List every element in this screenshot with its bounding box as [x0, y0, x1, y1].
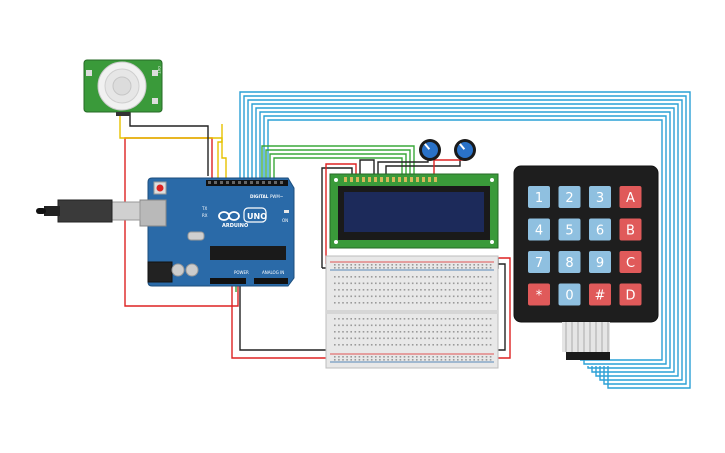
keypad-key-7[interactable]: 7: [528, 251, 550, 273]
usb-cable: [36, 199, 141, 223]
usb-port[interactable]: [139, 199, 167, 227]
keypad-key-label: D: [625, 289, 635, 304]
potentiometer-contrast[interactable]: [419, 139, 441, 161]
keypad-key-C[interactable]: C: [619, 251, 642, 273]
keypad-key-8[interactable]: 8: [558, 251, 581, 273]
keypad-key-label: 6: [596, 224, 604, 239]
tx-label: TX: [201, 206, 207, 211]
pir-sensor[interactable]: OUT: [83, 59, 163, 116]
pwm-label: PWM~: [270, 194, 283, 199]
keypad-key-0[interactable]: 0: [558, 283, 581, 306]
keypad-connector: [566, 352, 610, 360]
keypad-key-2[interactable]: 2: [558, 186, 581, 208]
arduino-logo: ARDUINO UNO: [218, 207, 267, 229]
keypad-key-label: #: [595, 289, 606, 304]
keypad-key-label: 1: [535, 191, 543, 206]
keypad-key-label: 8: [565, 256, 573, 271]
keypad-key-label: B: [626, 224, 635, 239]
keypad-key-1[interactable]: 1: [528, 186, 550, 208]
breadboard[interactable]: [325, 255, 499, 369]
keypad-key-4[interactable]: 4: [528, 218, 550, 241]
keypad-key-5[interactable]: 5: [558, 218, 581, 241]
rx-label: RX: [202, 213, 208, 218]
keypad-key-label: *: [536, 289, 543, 304]
keypad-key-B[interactable]: B: [619, 218, 642, 241]
keypad-key-3[interactable]: 3: [589, 186, 611, 208]
arduino-uno-board[interactable]: DIGITAL PWM~ ARDUINO UNO TX RX ON POWER …: [139, 177, 295, 287]
keypad-key-*[interactable]: *: [528, 283, 550, 306]
keypad-key-9[interactable]: 9: [589, 251, 611, 273]
keypad-key-A[interactable]: A: [619, 186, 642, 208]
keypad-key-label: 3: [596, 191, 604, 206]
keypad-key-label: 0: [565, 289, 573, 304]
lcd-display[interactable]: [329, 173, 499, 249]
analog-header: [254, 278, 288, 284]
power-jack[interactable]: [147, 261, 173, 283]
keypad-key-label: C: [626, 256, 635, 271]
digital-label: DIGITAL: [250, 194, 269, 199]
keypad[interactable]: 1 2 3 A 4 5 6 B 7 8 9 C * 0 # D: [513, 165, 659, 360]
lcd-screen: [344, 192, 484, 232]
microcontroller-chip: [210, 246, 286, 260]
keypad-key-label: 7: [535, 256, 543, 271]
svg-text:UNO: UNO: [247, 212, 267, 221]
keypad-key-label: 5: [565, 224, 573, 239]
keypad-key-label: 4: [535, 224, 543, 239]
potentiometer-backlight[interactable]: [454, 139, 476, 161]
pir-label-out: OUT: [157, 66, 161, 74]
keypad-key-label: 9: [596, 256, 604, 271]
power-header: [210, 278, 246, 284]
analog-label: ANALOG IN: [262, 270, 284, 275]
keypad-key-#[interactable]: #: [589, 283, 611, 306]
power-label: POWER: [234, 270, 249, 275]
keypad-wires: [239, 91, 691, 389]
crystal: [187, 231, 205, 241]
keypad-key-label: A: [626, 191, 635, 206]
keypad-key-6[interactable]: 6: [589, 218, 611, 241]
svg-text:ARDUINO: ARDUINO: [222, 223, 248, 229]
keypad-key-D[interactable]: D: [619, 283, 642, 306]
keypad-key-label: 2: [565, 191, 573, 206]
on-label: ON: [282, 218, 288, 223]
